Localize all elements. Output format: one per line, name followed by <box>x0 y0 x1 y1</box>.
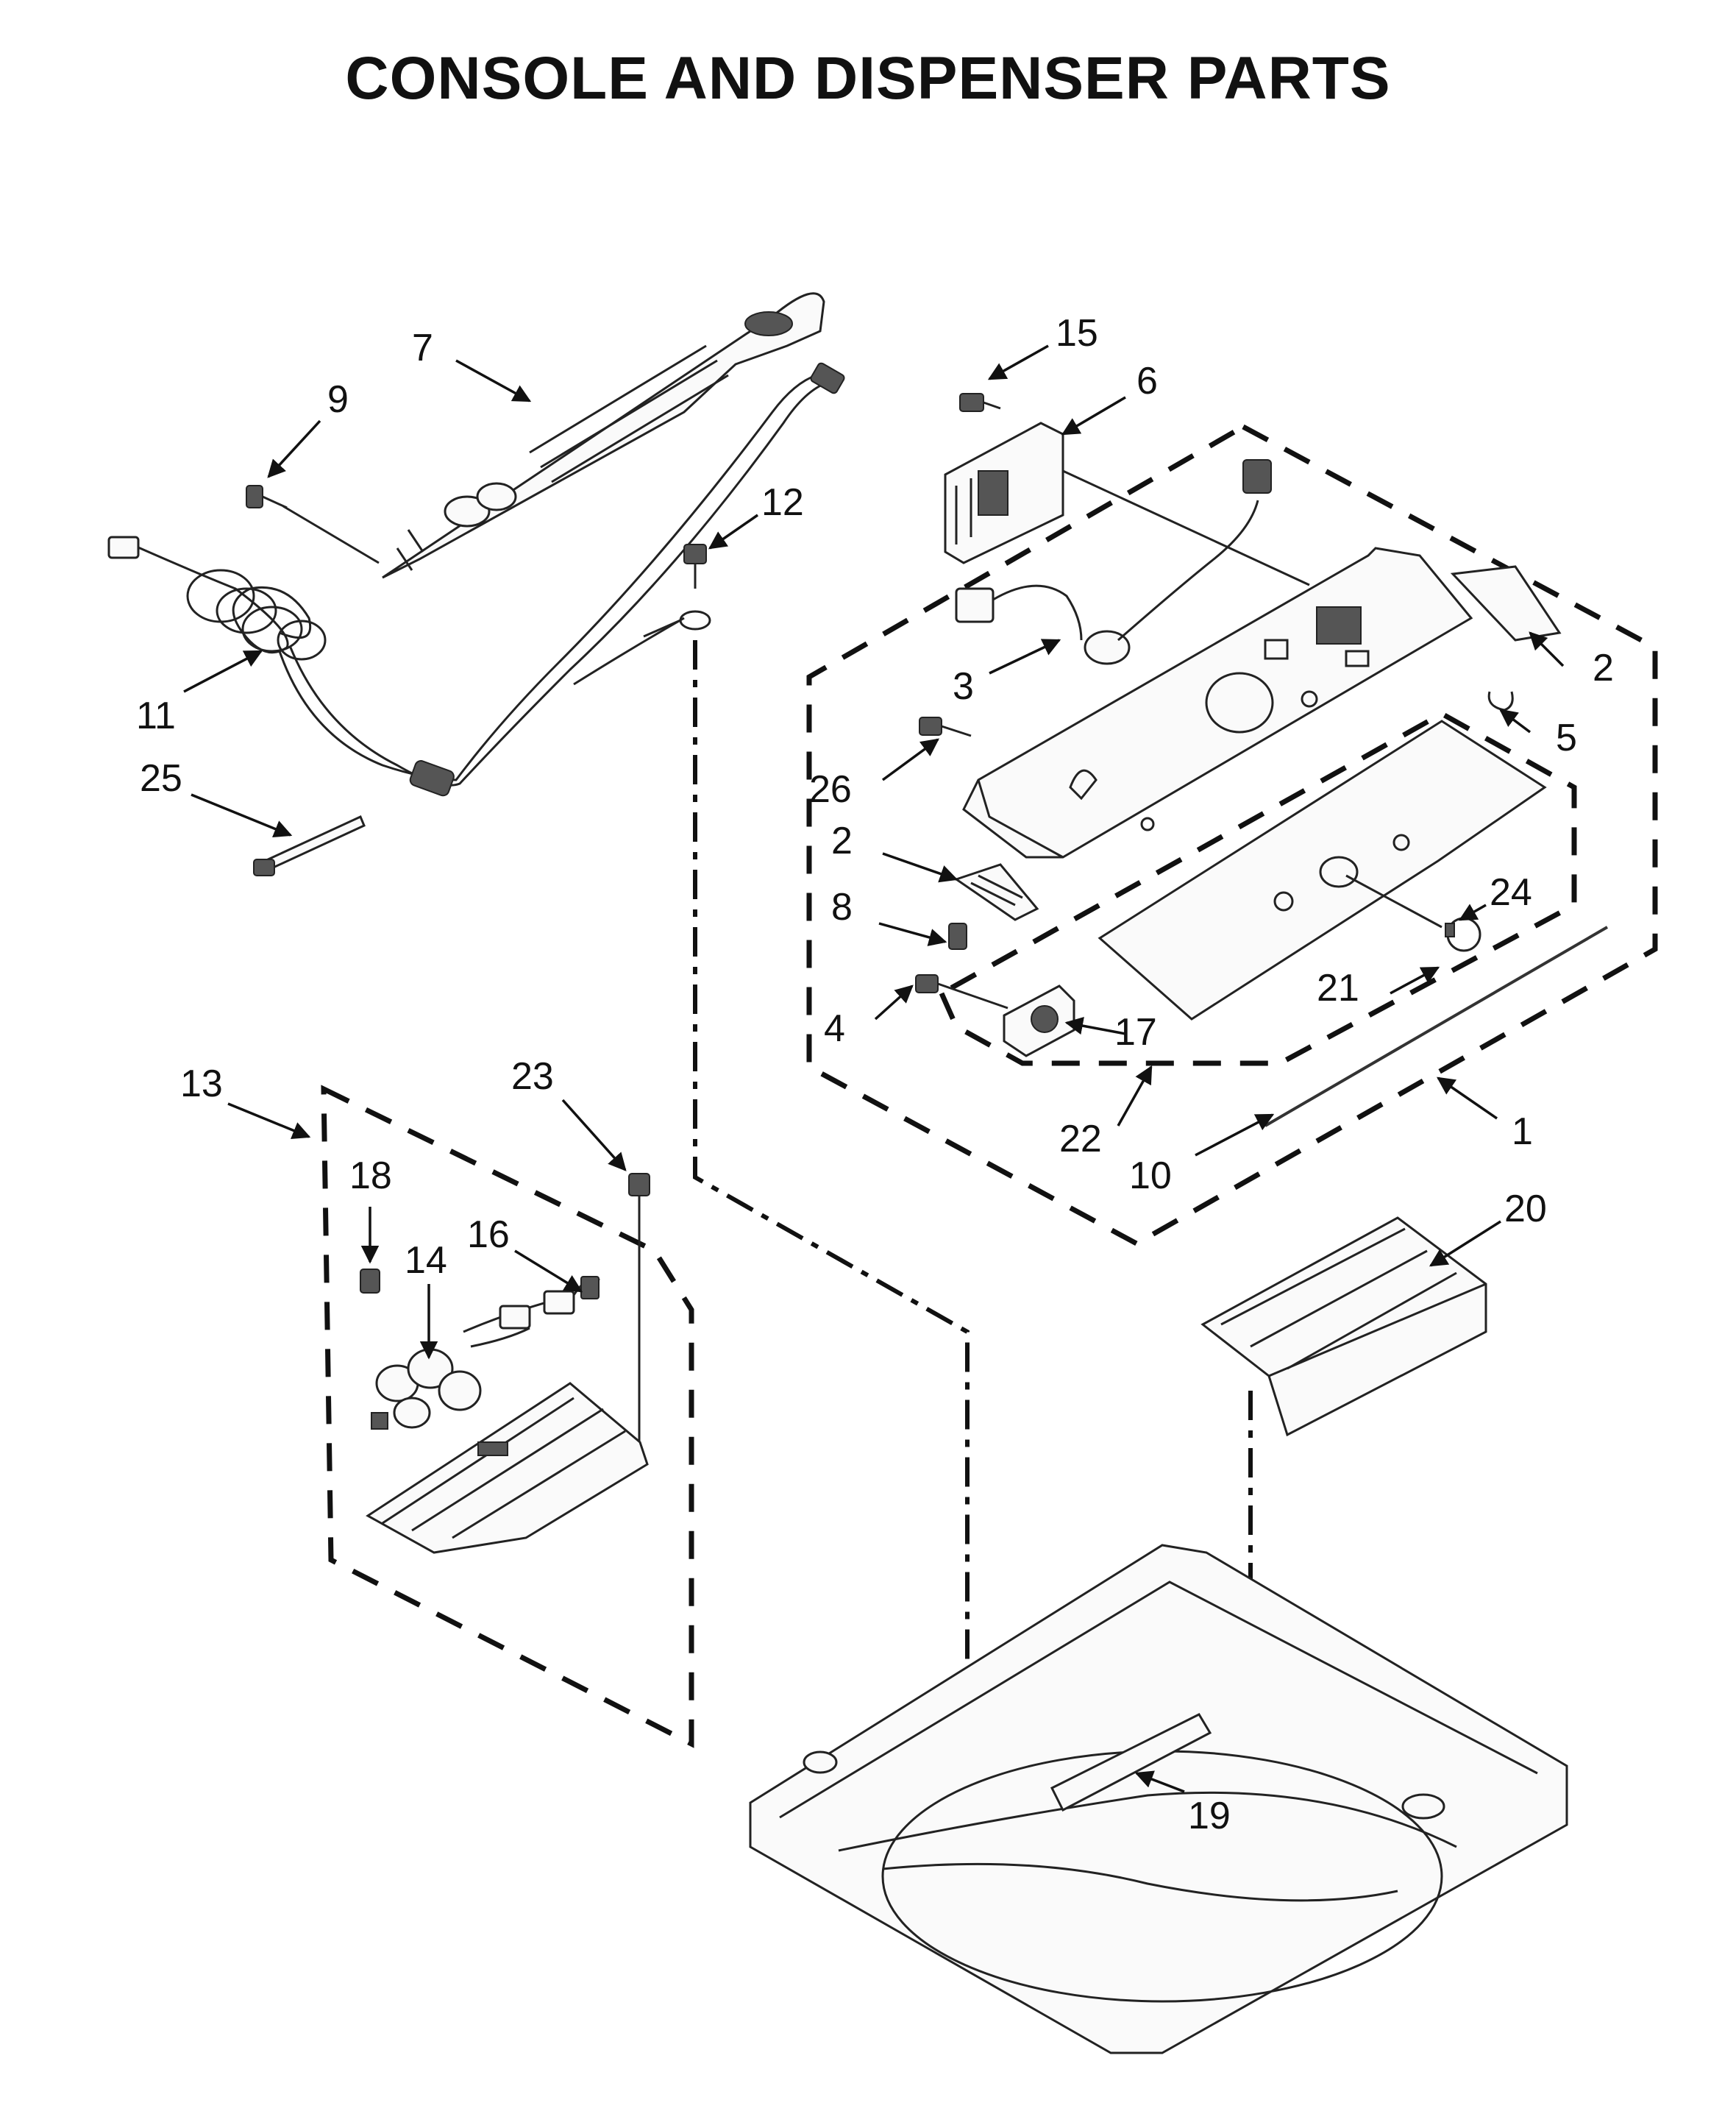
callout-10: 10 <box>1129 1154 1172 1197</box>
callout-20: 20 <box>1504 1188 1547 1230</box>
top-cover-part <box>749 1544 1568 2054</box>
bracket-2-right-part <box>1450 565 1562 642</box>
clip-5-part <box>1487 691 1514 712</box>
screw-15-part <box>959 393 1001 412</box>
screw-23-part <box>628 1173 650 1442</box>
callout-2-left: 2 <box>831 820 853 862</box>
callout-25: 25 <box>140 757 182 800</box>
valve-bracket-13-part <box>366 1382 649 1554</box>
callout-9: 9 <box>327 378 349 421</box>
wire-harness-16-part <box>463 1276 600 1348</box>
console-end-cap-part <box>382 292 825 579</box>
power-cord-part <box>107 362 845 797</box>
switch-17-part <box>1003 985 1075 1057</box>
callout-7: 7 <box>412 327 433 369</box>
callout-2-right: 2 <box>1593 647 1614 689</box>
callout-12: 12 <box>761 481 804 524</box>
callout-6: 6 <box>1136 360 1158 402</box>
callout-22: 22 <box>1059 1118 1102 1160</box>
callout-14: 14 <box>405 1239 447 1282</box>
callout-5: 5 <box>1556 717 1577 759</box>
page-title: CONSOLE AND DISPENSER PARTS <box>345 45 1391 112</box>
callout-4: 4 <box>824 1007 845 1050</box>
gasket-21-part <box>1445 923 1455 937</box>
console-panel-subassembly-boundary <box>938 710 1577 1066</box>
callout-labels: 7 9 11 25 12 15 6 3 2 5 26 2 8 24 21 4 1… <box>136 312 1614 1837</box>
console-part <box>962 547 1473 859</box>
user-interface-board-part <box>944 422 1310 586</box>
wire-harness-3-part <box>955 459 1272 665</box>
callout-1: 1 <box>1512 1110 1533 1153</box>
callout-3: 3 <box>953 665 974 708</box>
callout-18: 18 <box>349 1154 392 1197</box>
leader-lines <box>183 344 1565 1793</box>
screw-26-part <box>919 717 972 737</box>
rod-10-part <box>1264 926 1609 1127</box>
callout-11: 11 <box>136 695 176 737</box>
callout-24: 24 <box>1490 871 1532 914</box>
callout-26: 26 <box>809 768 852 811</box>
screw-8-part <box>948 923 967 950</box>
callout-8: 8 <box>831 886 853 929</box>
alignment-line-left <box>693 640 970 1751</box>
bracket-2-left-part <box>953 863 1039 921</box>
screw-12-part <box>643 544 711 638</box>
screw-4-part <box>915 974 1008 1010</box>
bracket-19-part <box>1050 1713 1212 1812</box>
callout-17: 17 <box>1114 1011 1157 1054</box>
console-assembly-boundary <box>806 423 1658 1246</box>
callout-13: 13 <box>180 1062 223 1105</box>
callout-21: 21 <box>1317 967 1359 1010</box>
screw-9-part <box>246 485 380 564</box>
callout-15: 15 <box>1056 312 1098 355</box>
dispenser-drawer-part <box>1200 1216 1487 1437</box>
cable-tie-part <box>253 815 366 876</box>
callout-19: 19 <box>1188 1795 1231 1837</box>
callout-16: 16 <box>467 1213 510 1256</box>
console-panel-part <box>1098 720 1547 1021</box>
screw-18-part <box>360 1269 380 1294</box>
valve-assembly-boundary <box>321 1085 694 1748</box>
callout-23: 23 <box>511 1055 554 1098</box>
water-valve-14-part <box>371 1348 482 1430</box>
